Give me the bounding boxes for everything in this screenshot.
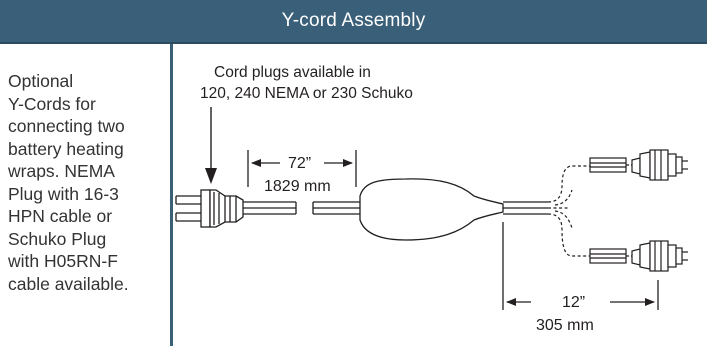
description-line: connecting two [8,116,125,136]
description-line: battery heating [8,138,124,159]
lower-branch-plug [631,240,688,272]
branch-length-imperial: 12” [562,294,585,311]
description-line: HPN cable or [8,206,113,226]
main-length-dimension [247,150,357,187]
upper-branch-connector [589,157,632,173]
description-line: Optional [8,71,74,91]
nema-plug [175,189,244,228]
branch-wires [547,165,590,257]
y-junction-body [359,178,504,241]
main-cable-break [312,201,360,215]
main-length-imperial: 72” [288,155,311,172]
description-text: Optional Y-Cords for connecting two batt… [8,70,166,295]
main-cable-left [243,201,297,215]
junction-out-cable [503,201,548,215]
main-length-metric: 1829 mm [264,178,331,195]
column-divider [170,44,173,346]
callout-line-2: 120, 240 NEMA or 230 Schuko [200,85,413,102]
callout-arrow [205,107,217,184]
description-line: with H05RN-F [8,251,118,271]
description-line: wraps. NEMA [8,161,115,181]
description-line: Y-Cords for [8,93,96,114]
callout-line-1: Cord plugs available in [214,64,371,81]
panel-title: Y-cord Assembly [281,10,426,31]
diagram-canvas: Cord plugs available in 120, 240 NEMA or… [175,64,688,334]
branch-length-metric: 305 mm [536,317,594,334]
description-line: Schuko Plug [8,228,107,249]
branch-length-dimension [502,222,659,310]
panel-header: Y-cord Assembly [0,0,707,44]
upper-branch-plug [631,149,688,181]
description-line: Plug with 16-3 [8,183,119,204]
description-line: cable available. [8,273,129,294]
lower-branch-connector [589,248,632,264]
y-cord-diagram: Cord plugs available in 120, 240 NEMA or… [174,44,707,346]
